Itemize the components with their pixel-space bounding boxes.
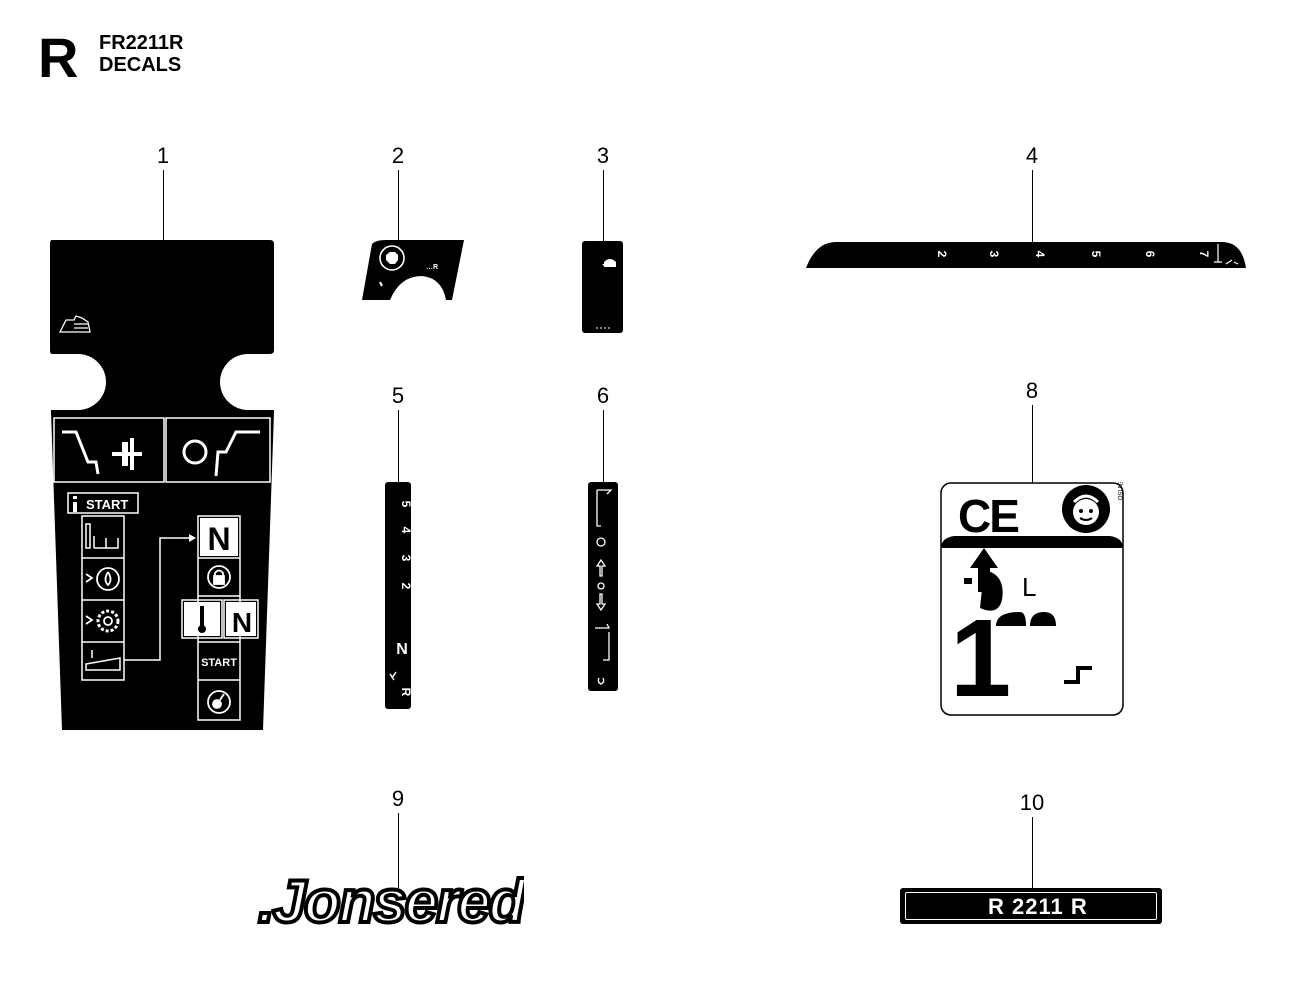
decal-10-model-plate: R 2211 R [900, 888, 1162, 924]
cutting-height-icon [1214, 244, 1239, 265]
gear-4-label: 4 [399, 527, 412, 534]
svg-text:EN ISO: EN ISO [1116, 482, 1122, 500]
height-scale-4: 4 [1033, 251, 1047, 258]
decal-6-lift-indicator [588, 482, 618, 691]
height-scale-3: 3 [987, 251, 1001, 258]
title-block: FR2211R DECALS [99, 32, 184, 76]
callout-9: 9 [391, 786, 405, 811]
callout-2: 2 [391, 143, 405, 168]
callout-5: 5 [391, 383, 405, 408]
gear-5-label: 5 [399, 501, 412, 508]
leader-line-5 [397, 410, 399, 486]
leader-line-9 [397, 813, 399, 888]
decal-6-bottom-icon [597, 677, 605, 685]
manual-book-icon [85, 523, 119, 549]
diagram-subtitle: DECALS [99, 54, 182, 76]
callout-3: 3 [596, 143, 610, 168]
temperature-icon [198, 606, 206, 633]
decal-3 [582, 241, 623, 333]
ignition-key-icon [207, 690, 231, 714]
leader-line-8 [1031, 405, 1033, 483]
model-plate-text: R 2211 R [988, 894, 1088, 919]
neutral-indicator: N [207, 521, 230, 557]
decal-4-height-scale: 2 3 4 5 6 7 [806, 242, 1246, 268]
turtle-icon [602, 259, 616, 267]
pedal-icon [85, 650, 121, 671]
decal-9-jonsered-logo: .Jonsered [256, 874, 524, 928]
height-scale-7: 7 [1197, 251, 1211, 258]
reverse-arrow-icon [389, 671, 397, 681]
callout-10: 10 [1019, 790, 1045, 815]
leader-line-3 [602, 170, 604, 242]
ce-mark: CE [958, 490, 1018, 542]
gear-3-label: 3 [399, 555, 412, 562]
ear-protection-icon [1062, 485, 1110, 533]
height-scale-2: 2 [935, 251, 949, 258]
height-scale-5: 5 [1089, 251, 1103, 258]
callout-8: 8 [1025, 378, 1039, 403]
hand-icon [58, 315, 91, 333]
callout-4: 4 [1025, 143, 1039, 168]
start-tag-label: START [86, 497, 128, 512]
leader-line-1 [162, 170, 164, 240]
neutral-small-indicator: N [232, 607, 252, 638]
oil-check-icon [85, 609, 120, 633]
sound-power-icon [964, 570, 1003, 611]
callout-6: 6 [596, 383, 610, 408]
start-button-label: START [201, 657, 237, 669]
decal-5-gear-indicator: 5 4 3 2 N R [385, 482, 412, 709]
model-name: FR2211R [99, 32, 184, 54]
decal-8-ce-label: CE EN ISO L 1 [940, 482, 1124, 718]
down-arrow-icon [595, 593, 607, 612]
gear-reverse-label: R [399, 688, 412, 697]
info-icon [73, 496, 77, 512]
leader-line-4 [1031, 170, 1033, 260]
pto-engage-icon [182, 430, 260, 477]
leader-line-6 [602, 410, 604, 488]
lowered-deck-icon [595, 623, 611, 661]
height-scale-6: 6 [1143, 251, 1157, 258]
leader-line-10 [1031, 817, 1033, 889]
sound-level-letter: L [1022, 572, 1036, 602]
clutch-icon [112, 438, 142, 470]
decal-1-control-panel: START N N START [50, 240, 274, 730]
callout-1: 1 [156, 143, 170, 168]
up-arrow-icon [595, 558, 607, 577]
fuel-check-icon [85, 567, 120, 591]
stop-icon [379, 245, 405, 271]
leader-line-2 [397, 170, 399, 258]
pto-disengage-icon [62, 430, 100, 475]
jonsered-logo-text: .Jonsered [258, 874, 524, 928]
raised-deck-icon [596, 489, 613, 527]
sound-level-number: 1 [950, 597, 1011, 718]
decal-2: …R [362, 240, 464, 300]
gear-neutral-label: N [396, 641, 408, 658]
lock-icon [207, 565, 231, 589]
section-letter: R [38, 26, 79, 89]
decal-2-label: …R [426, 264, 438, 271]
decal-2-mark [379, 281, 383, 287]
throttle-icon [596, 537, 606, 547]
gear-2-label: 2 [399, 583, 412, 590]
